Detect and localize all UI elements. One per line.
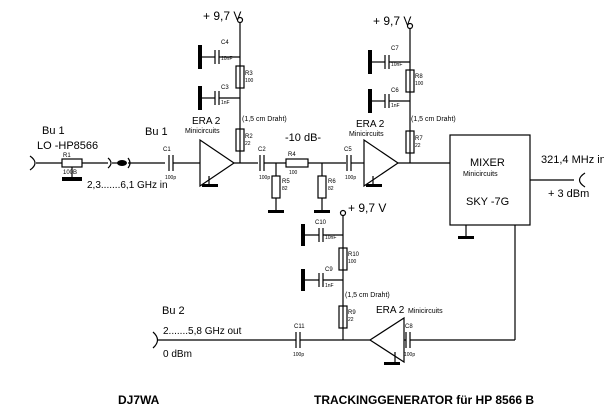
supply-label-1: + 9,7 V (203, 9, 241, 23)
mixer-subtitle: Minicircuits (463, 171, 498, 178)
label-level-out: 0 dBm (163, 349, 192, 360)
c4-value: 10nF (221, 56, 232, 62)
c7-name: C7 (391, 46, 399, 52)
r1-value: 100B (63, 170, 77, 176)
r4-value: 100 (289, 170, 298, 176)
c6-value: 1nF (391, 103, 400, 109)
amplifier-era3 (368, 316, 405, 365)
era1-title: ERA 2 (192, 116, 221, 127)
r1-name: R1 (63, 153, 71, 159)
draht-label-1: (1,5 cm Draht) (242, 116, 287, 123)
r7-value: 22 (415, 143, 421, 149)
era3-subtitle: Minicircuits (408, 308, 443, 315)
label-if-level: + 3 dBm (548, 188, 589, 200)
r9-name: R9 (348, 310, 356, 316)
r6-name: R6 (328, 179, 336, 185)
c8-value: 100p (404, 352, 415, 358)
r2-value: 22 (245, 141, 251, 147)
c11-value: 100p (293, 352, 304, 358)
r9-value: 22 (348, 317, 354, 323)
r6-value: 82 (328, 186, 334, 192)
supply-label-2: + 9,7 V (373, 14, 411, 28)
c6-name: C6 (391, 88, 399, 94)
bias-network-3 (301, 209, 348, 340)
r5-value: 82 (282, 186, 288, 192)
c2-value: 100p (259, 175, 270, 181)
mixer-block (449, 134, 586, 340)
resistor-r1: R1 100B (61, 153, 83, 181)
r5-name: R5 (282, 179, 290, 185)
label-freq-in: 2,3.......6,1 GHz in (87, 180, 168, 191)
r7-name: R7 (415, 136, 423, 142)
c10-value: 10nF (325, 235, 336, 241)
diagram-title: TRACKINGGENERATOR für HP 8566 B (314, 393, 534, 407)
c1-name: C1 (163, 147, 171, 153)
c3-name: C3 (221, 85, 229, 91)
capacitor-c11: C11 100p (293, 324, 305, 358)
label-if-in: 321,4 MHz in (541, 154, 604, 166)
r10-value: 100 (348, 259, 357, 265)
r4-name: R4 (288, 152, 296, 158)
label-bu2: Bu 2 (162, 305, 185, 317)
c9-name: C9 (325, 267, 333, 273)
label-lo-hp8566: LO -HP8566 (37, 140, 98, 152)
r3-value: 100 (245, 78, 254, 84)
amplifier-era2 (363, 138, 400, 188)
c2-name: C2 (258, 147, 266, 153)
capacitor-c2: C2 100p (258, 147, 270, 181)
c1-value: 100p (165, 175, 176, 181)
mixer-title: MIXER (470, 157, 505, 169)
supply-label-3: + 9,7 V (348, 201, 386, 215)
output-connector-bu2 (152, 331, 296, 349)
coax-coupling (107, 157, 131, 169)
era2-subtitle: Minicircuits (349, 131, 384, 138)
bias-network-2 (368, 22, 415, 163)
capacitor-c1: C1 100p (163, 147, 176, 181)
input-connector-bu1 (29, 155, 62, 171)
r2-name: R2 (245, 134, 253, 140)
attenuator-pi (268, 158, 346, 213)
bias-network-1 (198, 16, 245, 163)
draht-label-2: (1,5 cm Draht) (411, 116, 456, 123)
era2-title: ERA 2 (356, 119, 385, 130)
capacitor-c8: C8 100p (404, 324, 415, 358)
label-attenuator: -10 dB- (285, 132, 321, 144)
c8-name: C8 (405, 324, 413, 330)
c5-name: C5 (344, 147, 352, 153)
r3-name: R3 (245, 71, 253, 77)
c7-value: 10nF (391, 62, 402, 68)
era1-subtitle: Minicircuits (185, 128, 220, 135)
c11-name: C11 (294, 324, 305, 330)
c3-value: 1nF (221, 100, 230, 106)
draht-label-3: (1,5 cm Draht) (345, 292, 390, 299)
amplifier-era1 (199, 138, 236, 188)
r8-value: 100 (415, 81, 424, 87)
c4-name: C4 (221, 40, 229, 46)
c9-value: 1nF (325, 283, 334, 289)
capacitor-c5: C5 100p (344, 147, 356, 181)
r10-name: R10 (348, 252, 360, 258)
c5-value: 100p (345, 175, 356, 181)
label-freq-out: 2.......5,8 GHz out (163, 326, 242, 337)
label-bu1-right: Bu 1 (145, 126, 168, 138)
mixer-part: SKY -7G (466, 196, 509, 208)
author-label: DJ7WA (118, 393, 160, 407)
r8-name: R8 (415, 74, 423, 80)
era3-title: ERA 2 (376, 305, 405, 316)
c10-name: C10 (315, 220, 327, 226)
label-bu1-left: Bu 1 (42, 125, 65, 137)
